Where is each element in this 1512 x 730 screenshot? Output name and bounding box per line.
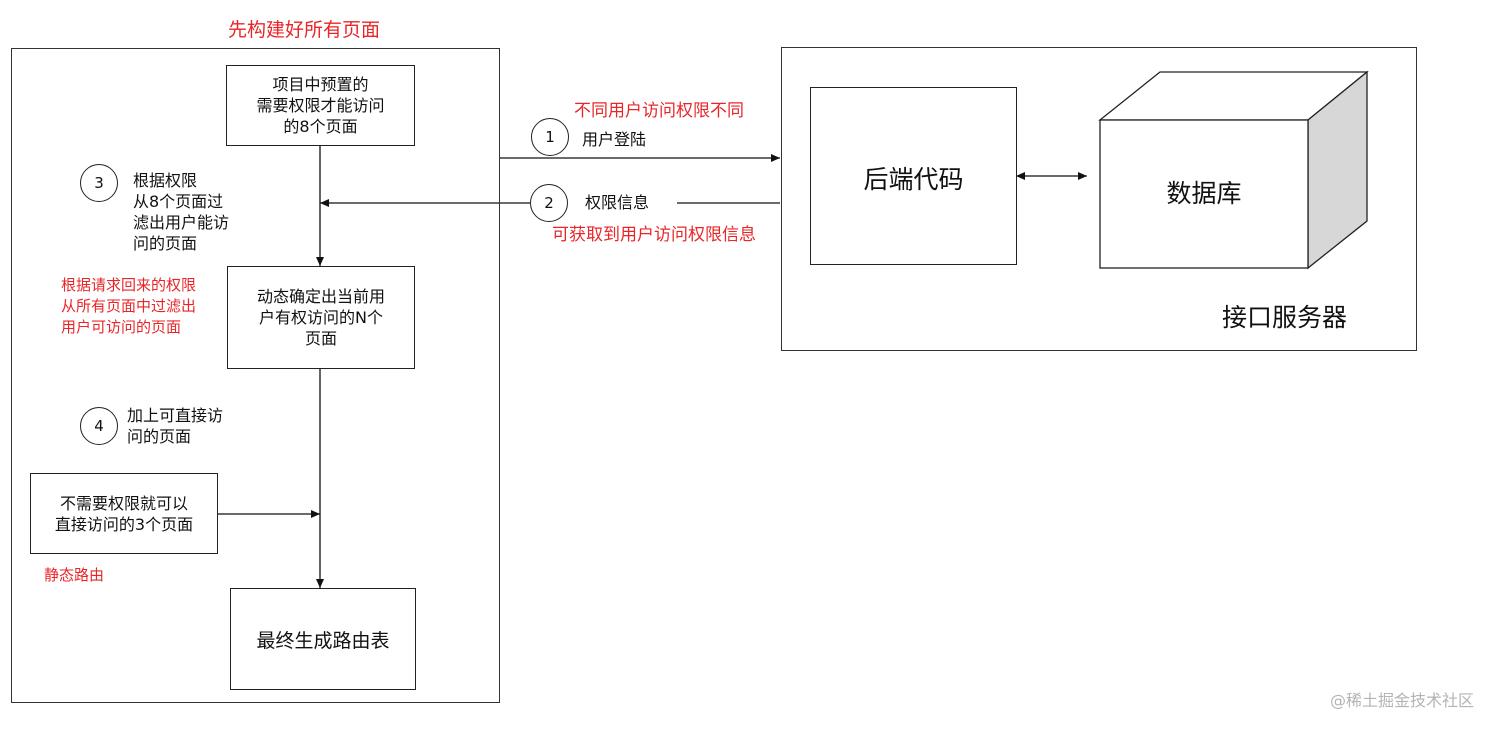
step-3-circle: 3 [80,164,118,202]
permission-info-label: 权限信息 [585,193,650,212]
step-4-circle: 4 [80,407,118,445]
watermark: @稀土掘金技术社区 [1330,691,1475,710]
static-pages-box: 不需要权限就可以 直接访问的3个页面 [30,473,218,554]
step-3-label: 根据权限 从8个页面过 滤出用户能访 问的页面 [133,171,230,253]
backend-code-box: 后端代码 [810,87,1017,265]
filter-note: 根据请求回来的权限 从所有页面中过滤出 用户可访问的页面 [61,276,197,336]
server-frame [781,47,1417,351]
database-label: 数据库 [1166,179,1242,208]
step-1-circle: 1 [531,118,569,156]
step-4-label: 加上可直接访 问的页面 [127,406,224,446]
preset-pages-box: 项目中预置的 需要权限才能访问 的8个页面 [226,65,415,146]
dynamic-pages-box: 动态确定出当前用 户有权访问的N个 页面 [227,266,415,369]
client-title: 先构建好所有页面 [228,19,381,41]
note-permissions-differ: 不同用户访问权限不同 [574,101,744,121]
step-2-circle: 2 [530,184,568,222]
static-route-note: 静态路由 [44,566,105,584]
database-cube-front [1099,119,1309,269]
api-server-label: 接口服务器 [1222,303,1348,332]
client-frame [11,48,500,703]
note-permissions-obtained: 可获取到用户访问权限信息 [552,225,756,245]
final-route-table-box: 最终生成路由表 [230,588,416,690]
login-label: 用户登陆 [582,130,647,149]
